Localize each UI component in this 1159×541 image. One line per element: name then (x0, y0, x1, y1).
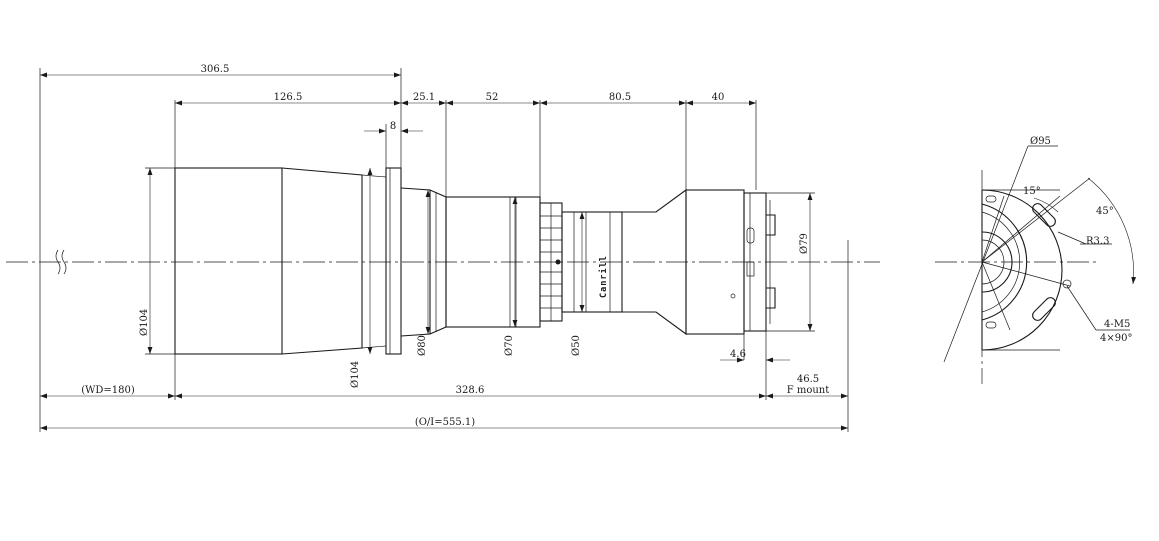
rear-tube (561, 211, 623, 313)
end-view-outer-diameter: Ø95 (1030, 136, 1051, 147)
brand-text: Canrill (598, 255, 609, 298)
locking-screw (555, 259, 561, 265)
dim-flange-thickness: 8 (390, 121, 396, 132)
lens-side-view (174, 167, 776, 355)
end-view-pattern-angle: 45° (1096, 206, 1114, 217)
dim-mid-section-length: 80.5 (609, 92, 631, 103)
extension-lines (39, 68, 849, 432)
end-view-thread-spec: 4-M5 (1104, 319, 1130, 330)
dia-rear-tube: Ø50 (571, 335, 582, 356)
end-view-slot-radius: R3.3 (1086, 236, 1109, 247)
diameter-dimension-lines (147, 168, 813, 354)
dia-flange: Ø104 (350, 361, 361, 388)
front-barrel (174, 167, 283, 355)
end-view-slot-angle: 15° (1023, 186, 1041, 197)
dim-working-distance: (WD=180) (81, 385, 135, 396)
dim-body-length: 52 (486, 92, 499, 103)
dim-rear-housing-length: 40 (712, 92, 725, 103)
dim-front-barrel-length: 126.5 (274, 92, 303, 103)
dim-object-to-image: (O/I=555.1) (415, 417, 475, 428)
mount-end-view (935, 145, 1137, 384)
end-view-thread-pattern: 4×90° (1100, 333, 1132, 344)
flange (385, 167, 402, 355)
dim-mount-name: F mount (787, 385, 830, 396)
dim-flange-to-body: 25.1 (413, 92, 435, 103)
main-body (445, 196, 541, 328)
dim-lens-length: 328.6 (456, 385, 485, 396)
dia-neck: Ø80 (417, 335, 428, 356)
dim-overall-to-flange: 306.5 (201, 64, 230, 75)
dia-rear-housing: Ø79 (799, 233, 810, 254)
dimension-lines (40, 72, 848, 431)
dim-mount-distance: 46.5 (797, 374, 819, 385)
dim-flange-back: 4.6 (730, 349, 746, 360)
dia-front-barrel: Ø104 (139, 309, 150, 336)
dia-body: Ø70 (504, 335, 515, 356)
